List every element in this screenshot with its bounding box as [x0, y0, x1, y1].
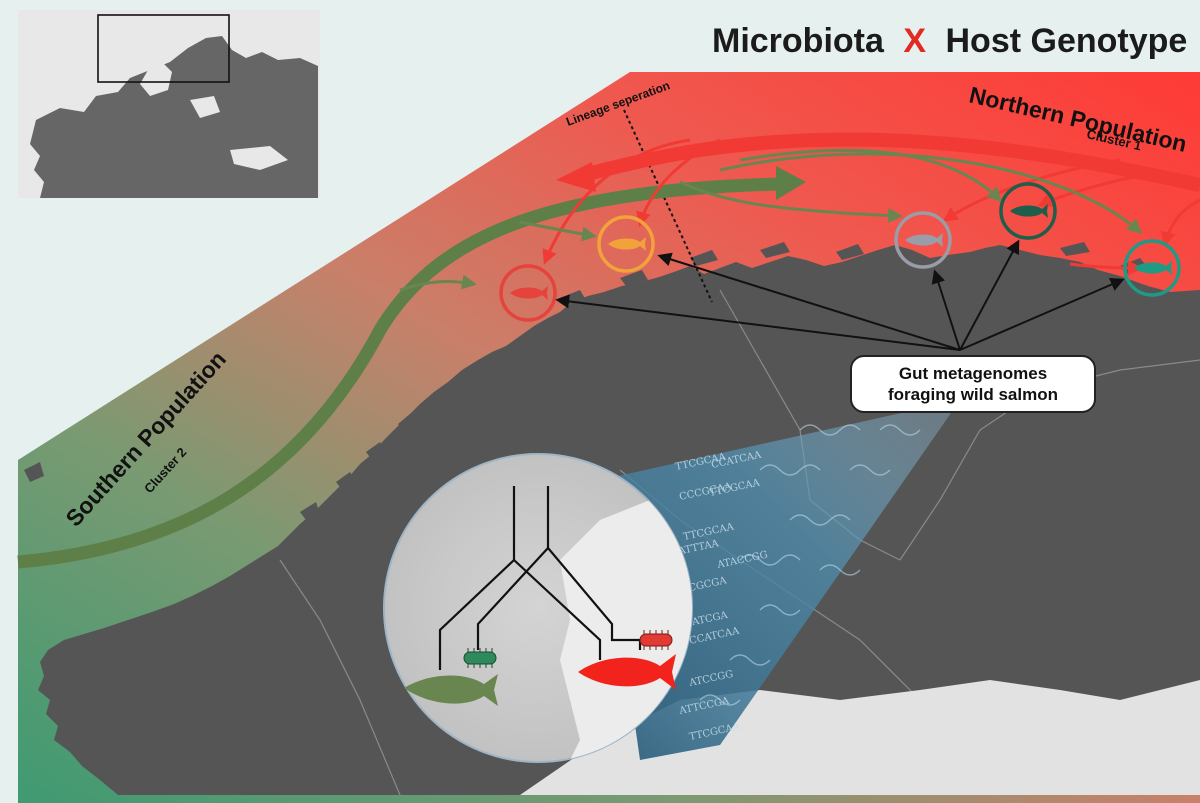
salmon-fish-icon [905, 233, 943, 247]
bacterium-green-icon [463, 648, 497, 668]
title-host-genotype: Host Genotype [946, 22, 1188, 60]
salmon-site-orange [597, 215, 655, 273]
salmon-site-grey [894, 211, 952, 269]
lineage-separation-line [623, 109, 713, 303]
salmon-site-red [499, 264, 557, 322]
title-microbiota: Microbiota [712, 22, 885, 60]
callout-line-1: Gut metagenomes [898, 364, 1048, 383]
magnifier-lens [383, 453, 693, 763]
gut-metagenomes-callout: Gut metagenomes foraging wild salmon [850, 355, 1096, 413]
callout-pointer-arrows [555, 239, 1125, 351]
metagenome-cone [600, 400, 960, 760]
page-title: Microbiota X Host Genotype [712, 22, 1187, 60]
title-cross: X [903, 22, 926, 60]
red-salmon-icon [578, 654, 676, 690]
salmon-fish-icon [510, 286, 548, 300]
europe-inset-map [18, 10, 320, 198]
south-main-arrowhead [776, 166, 806, 200]
salmon-site-darkgreen [999, 182, 1057, 240]
green-salmon-icon [404, 674, 498, 706]
dna-helix-pattern [699, 424, 921, 706]
south-main-arrow [17, 177, 781, 569]
salmon-site-teal [1123, 239, 1181, 297]
south-small-arrows [399, 148, 1143, 292]
salmon-fish-icon [608, 237, 646, 251]
north-main-arrow [578, 132, 1200, 192]
north-main-arrowhead [556, 162, 596, 192]
callout-line-2: foraging wild salmon [887, 385, 1058, 404]
inset-highlight-box [97, 14, 230, 83]
bacterium-red-icon [639, 630, 673, 650]
salmon-fish-icon [1010, 204, 1048, 218]
salmon-fish-icon [1134, 261, 1172, 275]
